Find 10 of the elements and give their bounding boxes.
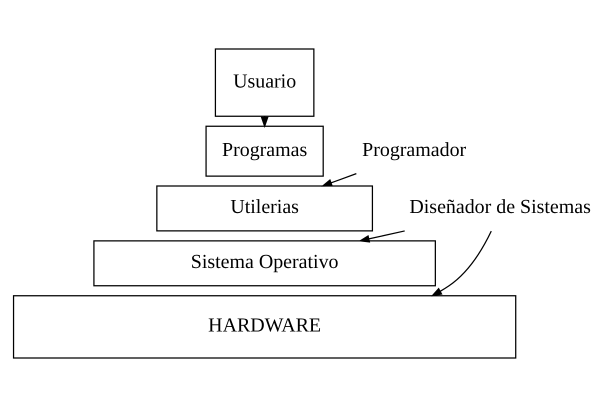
arrow [430, 230, 492, 296]
node-box: Sistema Operativo [93, 240, 436, 286]
arrow [260, 116, 269, 128]
node-box: HARDWARE [12, 294, 516, 358]
node-box: Utilerias [156, 184, 374, 232]
arrow [358, 230, 405, 242]
node-text: Diseñador de Sistemas [409, 196, 591, 218]
node-text: Programador [362, 138, 466, 160]
arrow [321, 172, 357, 186]
node-box: Programas [205, 125, 324, 176]
